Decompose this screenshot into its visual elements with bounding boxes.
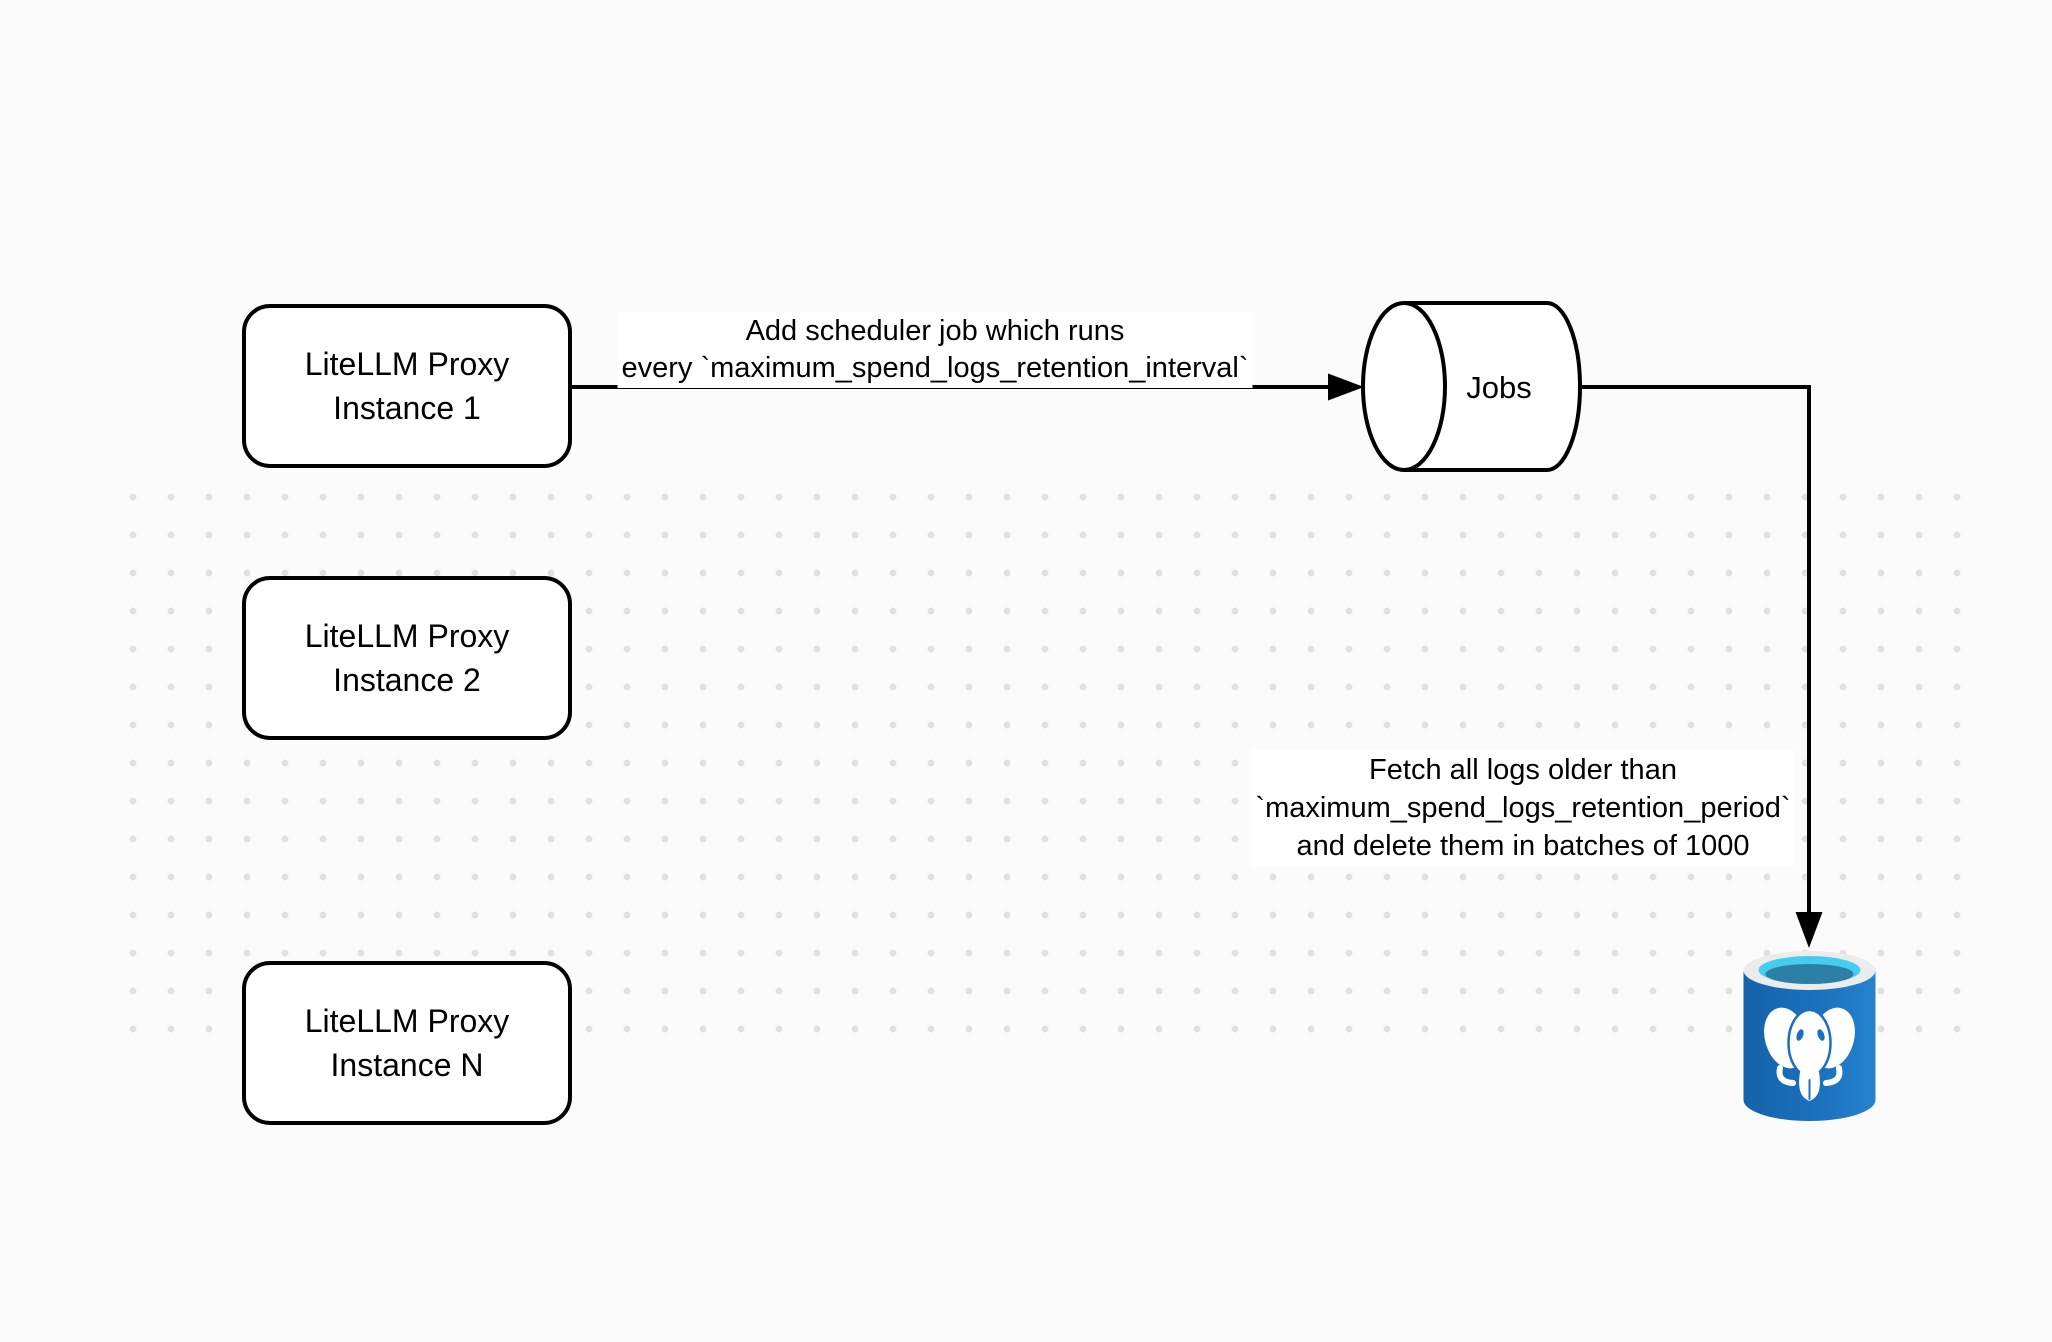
edge-fetch-and-delete <box>1580 385 1823 948</box>
node-jobs-queue <box>1361 301 1582 472</box>
pg-water-dark <box>1765 964 1854 984</box>
node-label: LiteLLM Proxy Instance 2 <box>304 618 510 698</box>
node-litellm-proxy-instance-1: LiteLLM Proxy Instance 1 <box>242 304 572 468</box>
edge-label-add-scheduler-job: Add scheduler job which runs every `maxi… <box>617 312 1253 388</box>
node-label: LiteLLM Proxy Instance N <box>304 1003 510 1083</box>
node-label: LiteLLM Proxy Instance 1 <box>304 346 510 426</box>
jobs-queue-label: Jobs <box>1466 370 1532 405</box>
arrowhead-down-icon <box>1795 912 1823 948</box>
node-litellm-proxy-instance-n: LiteLLM Proxy Instance N <box>242 961 572 1125</box>
edge-label-fetch-and-delete: Fetch all logs older than `maximum_spend… <box>1251 750 1795 866</box>
pg-elephant-icon <box>1764 1007 1855 1101</box>
edge-fetch-delete-line <box>1580 385 1811 921</box>
jobs-cylinder-body <box>1361 301 1582 472</box>
jobs-cylinder-seam <box>1403 301 1447 472</box>
postgresql-database-icon <box>1743 951 1876 1121</box>
arrowhead-right-icon <box>1328 373 1364 401</box>
node-litellm-proxy-instance-2: LiteLLM Proxy Instance 2 <box>242 576 572 740</box>
